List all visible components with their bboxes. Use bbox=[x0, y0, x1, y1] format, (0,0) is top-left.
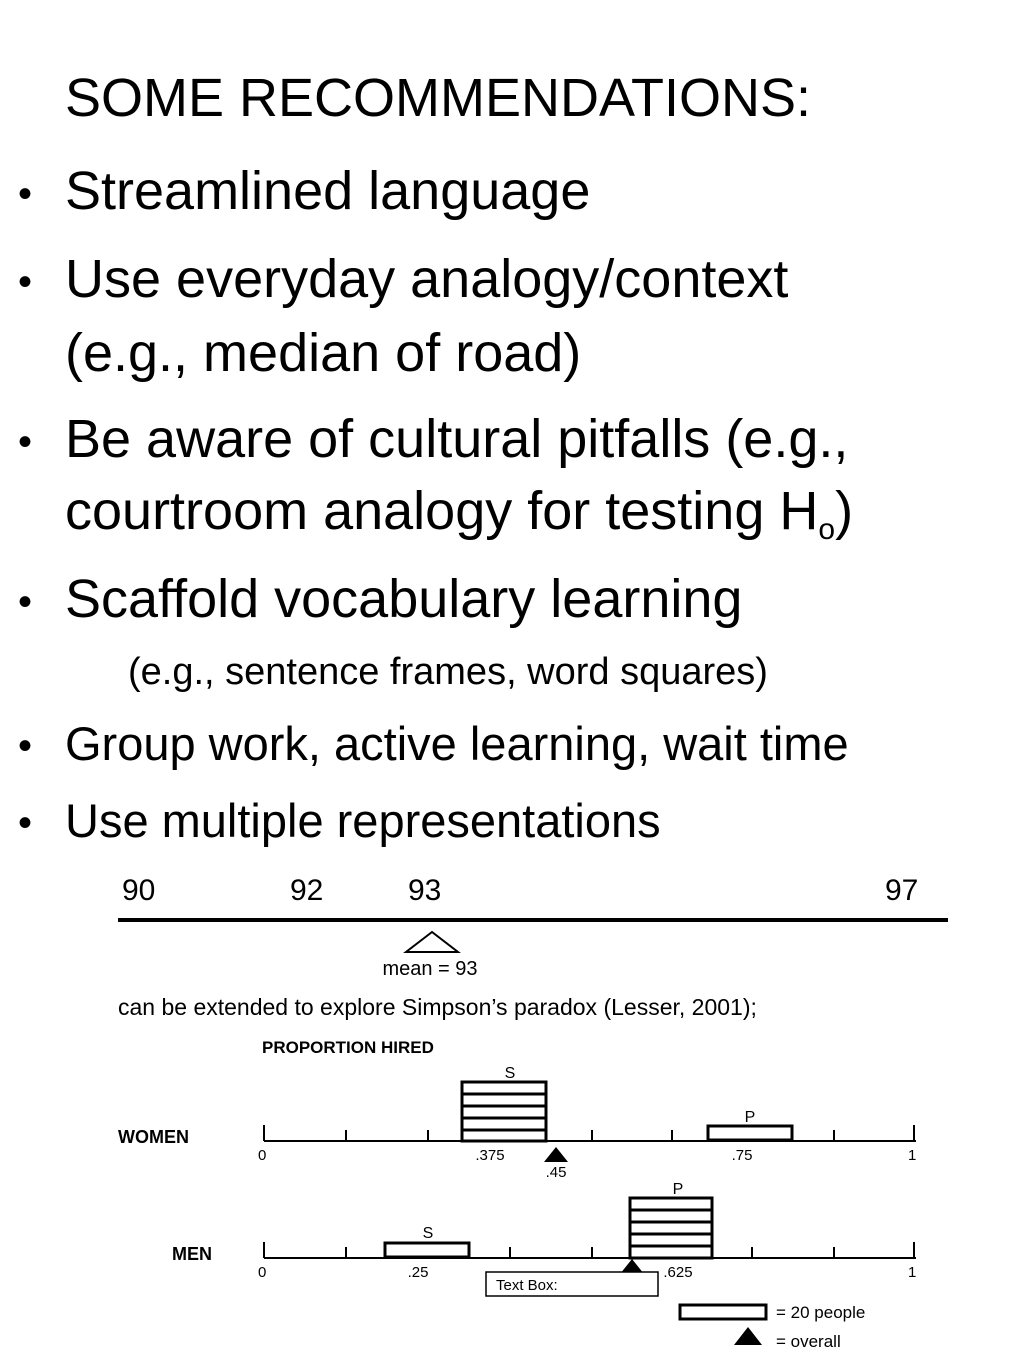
line2-tail: ) bbox=[835, 481, 854, 541]
tick-label-90: 90 bbox=[122, 874, 155, 907]
mean-number-line-figure: 90 92 93 97 mean = 93 bbox=[118, 874, 948, 980]
bullet-dot: • bbox=[18, 580, 33, 624]
text-box-label: Text Box: bbox=[496, 1277, 558, 1294]
legend-people-box-icon bbox=[678, 1303, 768, 1321]
tick-label-97: 97 bbox=[885, 874, 918, 907]
simpsons-caption: can be extended to explore Simpson’s par… bbox=[118, 994, 757, 1020]
men-s-value: .25 bbox=[408, 1264, 429, 1281]
men-p-value: .625 bbox=[663, 1264, 692, 1281]
bullet-dot: • bbox=[18, 172, 33, 216]
men-overall-triangle-icon bbox=[620, 1259, 644, 1274]
women-row-label: WOMEN bbox=[118, 1127, 189, 1147]
tick-label-92: 92 bbox=[290, 874, 323, 907]
line2-main: courtroom analogy for testing H bbox=[65, 481, 819, 541]
subscript-o: o bbox=[818, 513, 836, 546]
women-s-value: .375 bbox=[475, 1147, 504, 1164]
text-box-frame bbox=[485, 1271, 659, 1297]
legend-overall-label: = overall bbox=[776, 1332, 841, 1351]
bullet-dot: • bbox=[18, 420, 33, 464]
men-row-label: MEN bbox=[172, 1244, 212, 1264]
men-s-stack bbox=[383, 1241, 471, 1259]
women-p-value: .75 bbox=[732, 1147, 753, 1164]
slide-title: SOME RECOMMENDATIONS: bbox=[65, 68, 812, 128]
mean-triangle-icon bbox=[403, 930, 461, 953]
bullet-dot: • bbox=[18, 801, 33, 845]
tick-label-93: 93 bbox=[408, 874, 441, 907]
men-s-letter: S bbox=[423, 1225, 434, 1242]
women-p-stack bbox=[706, 1124, 794, 1142]
bullet-dot: • bbox=[18, 260, 33, 304]
women-axis-start: 0 bbox=[258, 1147, 266, 1164]
legend-people-label: = 20 people bbox=[776, 1303, 865, 1322]
legend-overall-triangle-icon bbox=[734, 1327, 762, 1345]
bullet-text-line1: Use everyday analogy/context bbox=[65, 249, 789, 309]
women-overall-triangle-icon bbox=[544, 1147, 568, 1162]
women-s-letter: S bbox=[505, 1065, 516, 1082]
men-p-stack bbox=[628, 1196, 714, 1260]
women-axis-ticks bbox=[263, 1125, 915, 1141]
women-axis-end: 1 bbox=[908, 1147, 916, 1164]
bullet-text: Scaffold vocabulary learning bbox=[65, 569, 743, 629]
men-axis-ticks bbox=[263, 1242, 915, 1258]
bullet-text: Use multiple representations bbox=[65, 794, 661, 847]
bullet-subtext: (e.g., sentence frames, word squares) bbox=[128, 651, 768, 693]
proportion-hired-heading: PROPORTION HIRED bbox=[262, 1038, 434, 1057]
bullet-text-line2: courtroom analogy for testing Ho) bbox=[65, 472, 853, 550]
bullet-text: Streamlined language bbox=[65, 161, 591, 221]
men-axis-end: 1 bbox=[908, 1264, 916, 1281]
women-p-letter: P bbox=[745, 1109, 756, 1126]
men-p-letter: P bbox=[673, 1181, 684, 1198]
men-axis-start: 0 bbox=[258, 1264, 266, 1281]
bullet-text-line2: (e.g., median of road) bbox=[65, 323, 582, 383]
mean-label: mean = 93 bbox=[382, 958, 477, 980]
bullet-text: Group work, active learning, wait time bbox=[65, 717, 849, 770]
bullet-text-line1: Be aware of cultural pitfalls (e.g., bbox=[65, 409, 849, 469]
bullet-dot: • bbox=[18, 724, 33, 768]
women-overall-value: .45 bbox=[546, 1164, 567, 1181]
simpsons-paradox-figure: can be extended to explore Simpson’s par… bbox=[118, 994, 916, 1351]
women-s-stack bbox=[460, 1080, 548, 1143]
